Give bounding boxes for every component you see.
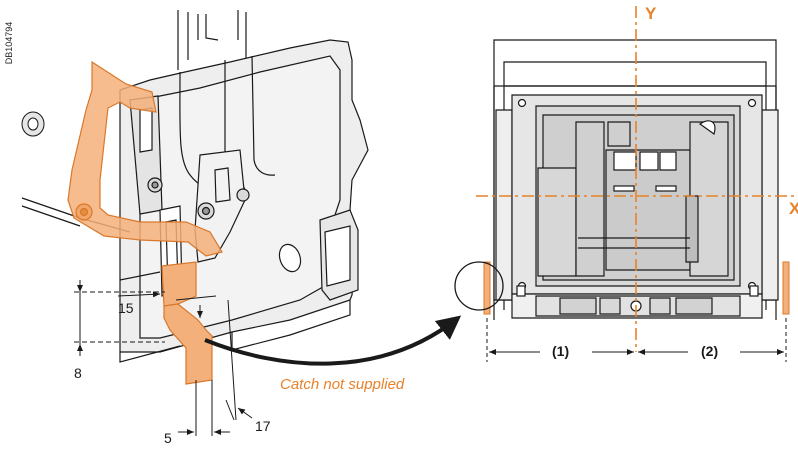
dimension-17: 17: [255, 418, 271, 434]
dimension-15: 15: [118, 300, 134, 316]
document-id: DB104794: [4, 21, 14, 65]
detail-circle: [454, 261, 504, 311]
nut-icon: [21, 111, 45, 137]
position-dimensions: [486, 318, 787, 362]
orange-lever: [67, 60, 223, 257]
dimension-lines: [74, 280, 253, 436]
catch-caption: Catch not supplied: [280, 376, 405, 393]
dimension-8: 8: [74, 365, 82, 381]
side-catch-left: [483, 261, 491, 315]
side-catch-right: [782, 261, 790, 315]
position-label-1: (1): [552, 343, 570, 359]
axis-lines: [476, 6, 798, 352]
position-label-2: (2): [701, 343, 719, 359]
catch-plate: [161, 261, 213, 385]
breaker-front-view: [493, 39, 779, 320]
dimension-5: 5: [164, 430, 172, 446]
axis-x-label: X: [789, 199, 798, 218]
axis-y-label: Y: [645, 4, 657, 23]
curved-arrow: [204, 315, 462, 366]
